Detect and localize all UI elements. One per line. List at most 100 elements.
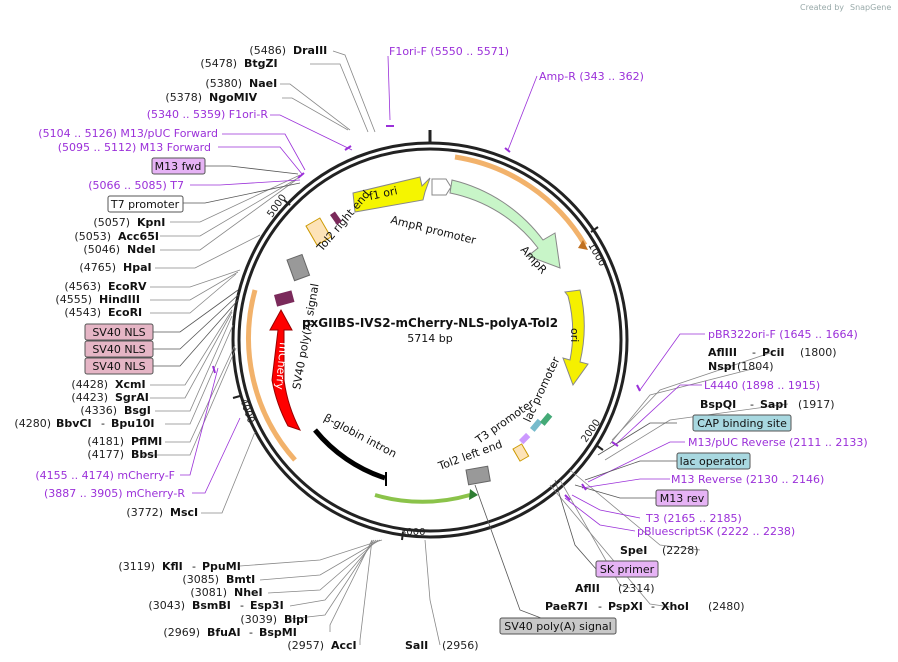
site-num: (3043): [148, 599, 185, 612]
tick-5000: [283, 199, 291, 206]
site-afliii[interactable]: AflIII: [708, 346, 737, 359]
sk-primer-box[interactable]: [595, 560, 659, 578]
sv40-nls-box[interactable]: [84, 340, 154, 358]
site-pflmi[interactable]: PflMI: [131, 435, 162, 448]
cap-site-mark: [540, 412, 553, 426]
tick-4000: [232, 395, 241, 399]
site-sgrai[interactable]: SgrAI: [115, 391, 149, 404]
site-ppumi[interactable]: PpuMI: [202, 560, 241, 573]
site-paer7i[interactable]: PaeR7I: [545, 600, 588, 613]
f1-ori-feature[interactable]: [352, 176, 431, 213]
site-acci[interactable]: AccI: [331, 639, 357, 652]
site-esp3i[interactable]: Esp3I: [250, 599, 284, 612]
site-sali[interactable]: SalI: [405, 639, 428, 652]
cap-binding-site-box[interactable]: [692, 414, 792, 432]
m13-rev-box[interactable]: [655, 489, 709, 507]
site-aflii[interactable]: AflII: [575, 582, 600, 595]
t7-promoter-box-label: T7 promoter: [110, 198, 180, 211]
tick-3000: [401, 531, 404, 541]
primer-m13puc-reverse[interactable]: M13/pUC Reverse (2111 .. 2133): [688, 436, 868, 449]
primer-t3[interactable]: T3 (2165 .. 2185): [645, 512, 742, 525]
site-bbsi[interactable]: BbsI: [131, 448, 158, 461]
m13-fwd-box[interactable]: [151, 157, 206, 175]
site-hpai[interactable]: HpaI: [123, 261, 152, 274]
site-kpni[interactable]: KpnI: [137, 216, 165, 229]
site-bspmi[interactable]: BspMI: [259, 626, 297, 639]
primer-mcherry-f[interactable]: (4155 .. 4174) mCherry-F: [35, 469, 175, 482]
green-band-arrowhead: [469, 489, 478, 500]
site-pcii[interactable]: PciI: [762, 346, 784, 359]
f1-ori-label: f1 ori: [368, 184, 399, 203]
tol2-right-feature[interactable]: [305, 217, 332, 246]
site-spei[interactable]: SpeI: [620, 544, 647, 557]
tol2-left-feature[interactable]: [512, 443, 530, 462]
mcherry-feature[interactable]: [269, 308, 302, 431]
t7-promoter-box[interactable]: [107, 195, 184, 213]
site-nhei[interactable]: NheI: [234, 586, 263, 599]
lac-operator-box[interactable]: [676, 452, 751, 470]
site-naei[interactable]: NaeI: [249, 77, 277, 90]
site-bspqi[interactable]: BspQI: [700, 398, 736, 411]
site-bsgi[interactable]: BsgI: [124, 404, 151, 417]
ampr-promoter-feature[interactable]: [431, 178, 452, 196]
primer-m13-forward[interactable]: (5095 .. 5112) M13 Forward: [58, 141, 211, 154]
site-dash: -: [750, 398, 754, 411]
site-ndei[interactable]: NdeI: [127, 243, 156, 256]
beta-globin-label: β-globin intron: [322, 411, 399, 460]
site-bbvci[interactable]: BbvCI: [56, 417, 92, 430]
site-ngomiv[interactable]: NgoMIV: [209, 91, 258, 104]
sv40-nls-feature[interactable]: [274, 290, 295, 307]
left-primer-labels: (5340 .. 5359) F1ori-R (5104 .. 5126) M1…: [35, 108, 268, 500]
primer-f1ori-f[interactable]: F1ori-F (5550 .. 5571): [389, 45, 509, 58]
primer-t7[interactable]: (5066 .. 5085) T7: [88, 179, 184, 192]
site-bpu10i[interactable]: Bpu10I: [111, 417, 155, 430]
tick-label-4000: 4000: [237, 397, 256, 425]
primer-f1ori-r[interactable]: (5340 .. 5359) F1ori-R: [147, 108, 269, 121]
site-kfli[interactable]: KflI: [162, 560, 183, 573]
site-num: (4280): [14, 417, 51, 430]
primer-ring-marks: [212, 125, 641, 501]
site-ecori[interactable]: EcoRI: [108, 306, 142, 319]
site-hindiii[interactable]: HindIII: [99, 293, 140, 306]
tick-label-3000: 3000: [400, 527, 425, 538]
site-acc65i[interactable]: Acc65I: [118, 230, 159, 243]
site-nspi[interactable]: NspI: [708, 360, 736, 373]
site-num: (5378): [165, 91, 202, 104]
sv40-polya-feature-left[interactable]: [286, 253, 311, 282]
site-btgzi[interactable]: BtgZI: [244, 57, 278, 70]
ori-feature[interactable]: [562, 289, 589, 387]
site-bfuai[interactable]: BfuAI: [207, 626, 241, 639]
site-pspxi[interactable]: PspXI: [608, 600, 643, 613]
mcherry-band: [246, 289, 297, 462]
site-dash: -: [249, 626, 253, 639]
sv40-nls-box[interactable]: [84, 357, 154, 375]
site-bsmbi[interactable]: BsmBI: [192, 599, 231, 612]
site-num: (4563): [64, 280, 101, 293]
site-sapi[interactable]: SapI: [760, 398, 787, 411]
ampr-feature[interactable]: [449, 179, 561, 269]
sv40-nls-box[interactable]: [84, 323, 154, 341]
primer-pbluescriptsk[interactable]: pBluescriptSK (2222 .. 2238): [637, 525, 795, 538]
site-bmti[interactable]: BmtI: [226, 573, 255, 586]
site-dra3[interactable]: DraIII: [293, 44, 327, 57]
site-ecorv[interactable]: EcoRV: [108, 280, 147, 293]
sv40-polya-box[interactable]: [499, 617, 617, 635]
site-dash: -: [240, 599, 244, 612]
tick-1000: [590, 226, 599, 233]
beta-globin-feature[interactable]: [313, 428, 386, 481]
plasmid-name: pxGIIBS-IVS2-mCherry-NLS-polyA-Tol2: [302, 316, 558, 330]
site-xhoi[interactable]: XhoI: [661, 600, 689, 613]
site-xcmi[interactable]: XcmI: [115, 378, 146, 391]
site-num: (4428): [71, 378, 108, 391]
primer-mcherry-r[interactable]: (3887 .. 3905) mCherry-R: [44, 487, 185, 500]
primer-l4440[interactable]: L4440 (1898 .. 1915): [704, 379, 820, 392]
primer-pbr322ori-f[interactable]: pBR322ori-F (1645 .. 1664): [708, 328, 858, 341]
primer-m13-reverse[interactable]: M13 Reverse (2130 .. 2146): [671, 473, 824, 486]
site-num: (2969): [163, 626, 200, 639]
sv40-polya-feature-right[interactable]: [465, 465, 491, 486]
ampr-band-arrowhead: [578, 240, 588, 250]
site-blpi[interactable]: BlpI: [284, 613, 308, 626]
site-msci[interactable]: MscI: [170, 506, 198, 519]
primer-m13puc-forward[interactable]: (5104 .. 5126) M13/pUC Forward: [38, 127, 218, 140]
primer-amp-r[interactable]: Amp-R (343 .. 362): [539, 70, 644, 83]
